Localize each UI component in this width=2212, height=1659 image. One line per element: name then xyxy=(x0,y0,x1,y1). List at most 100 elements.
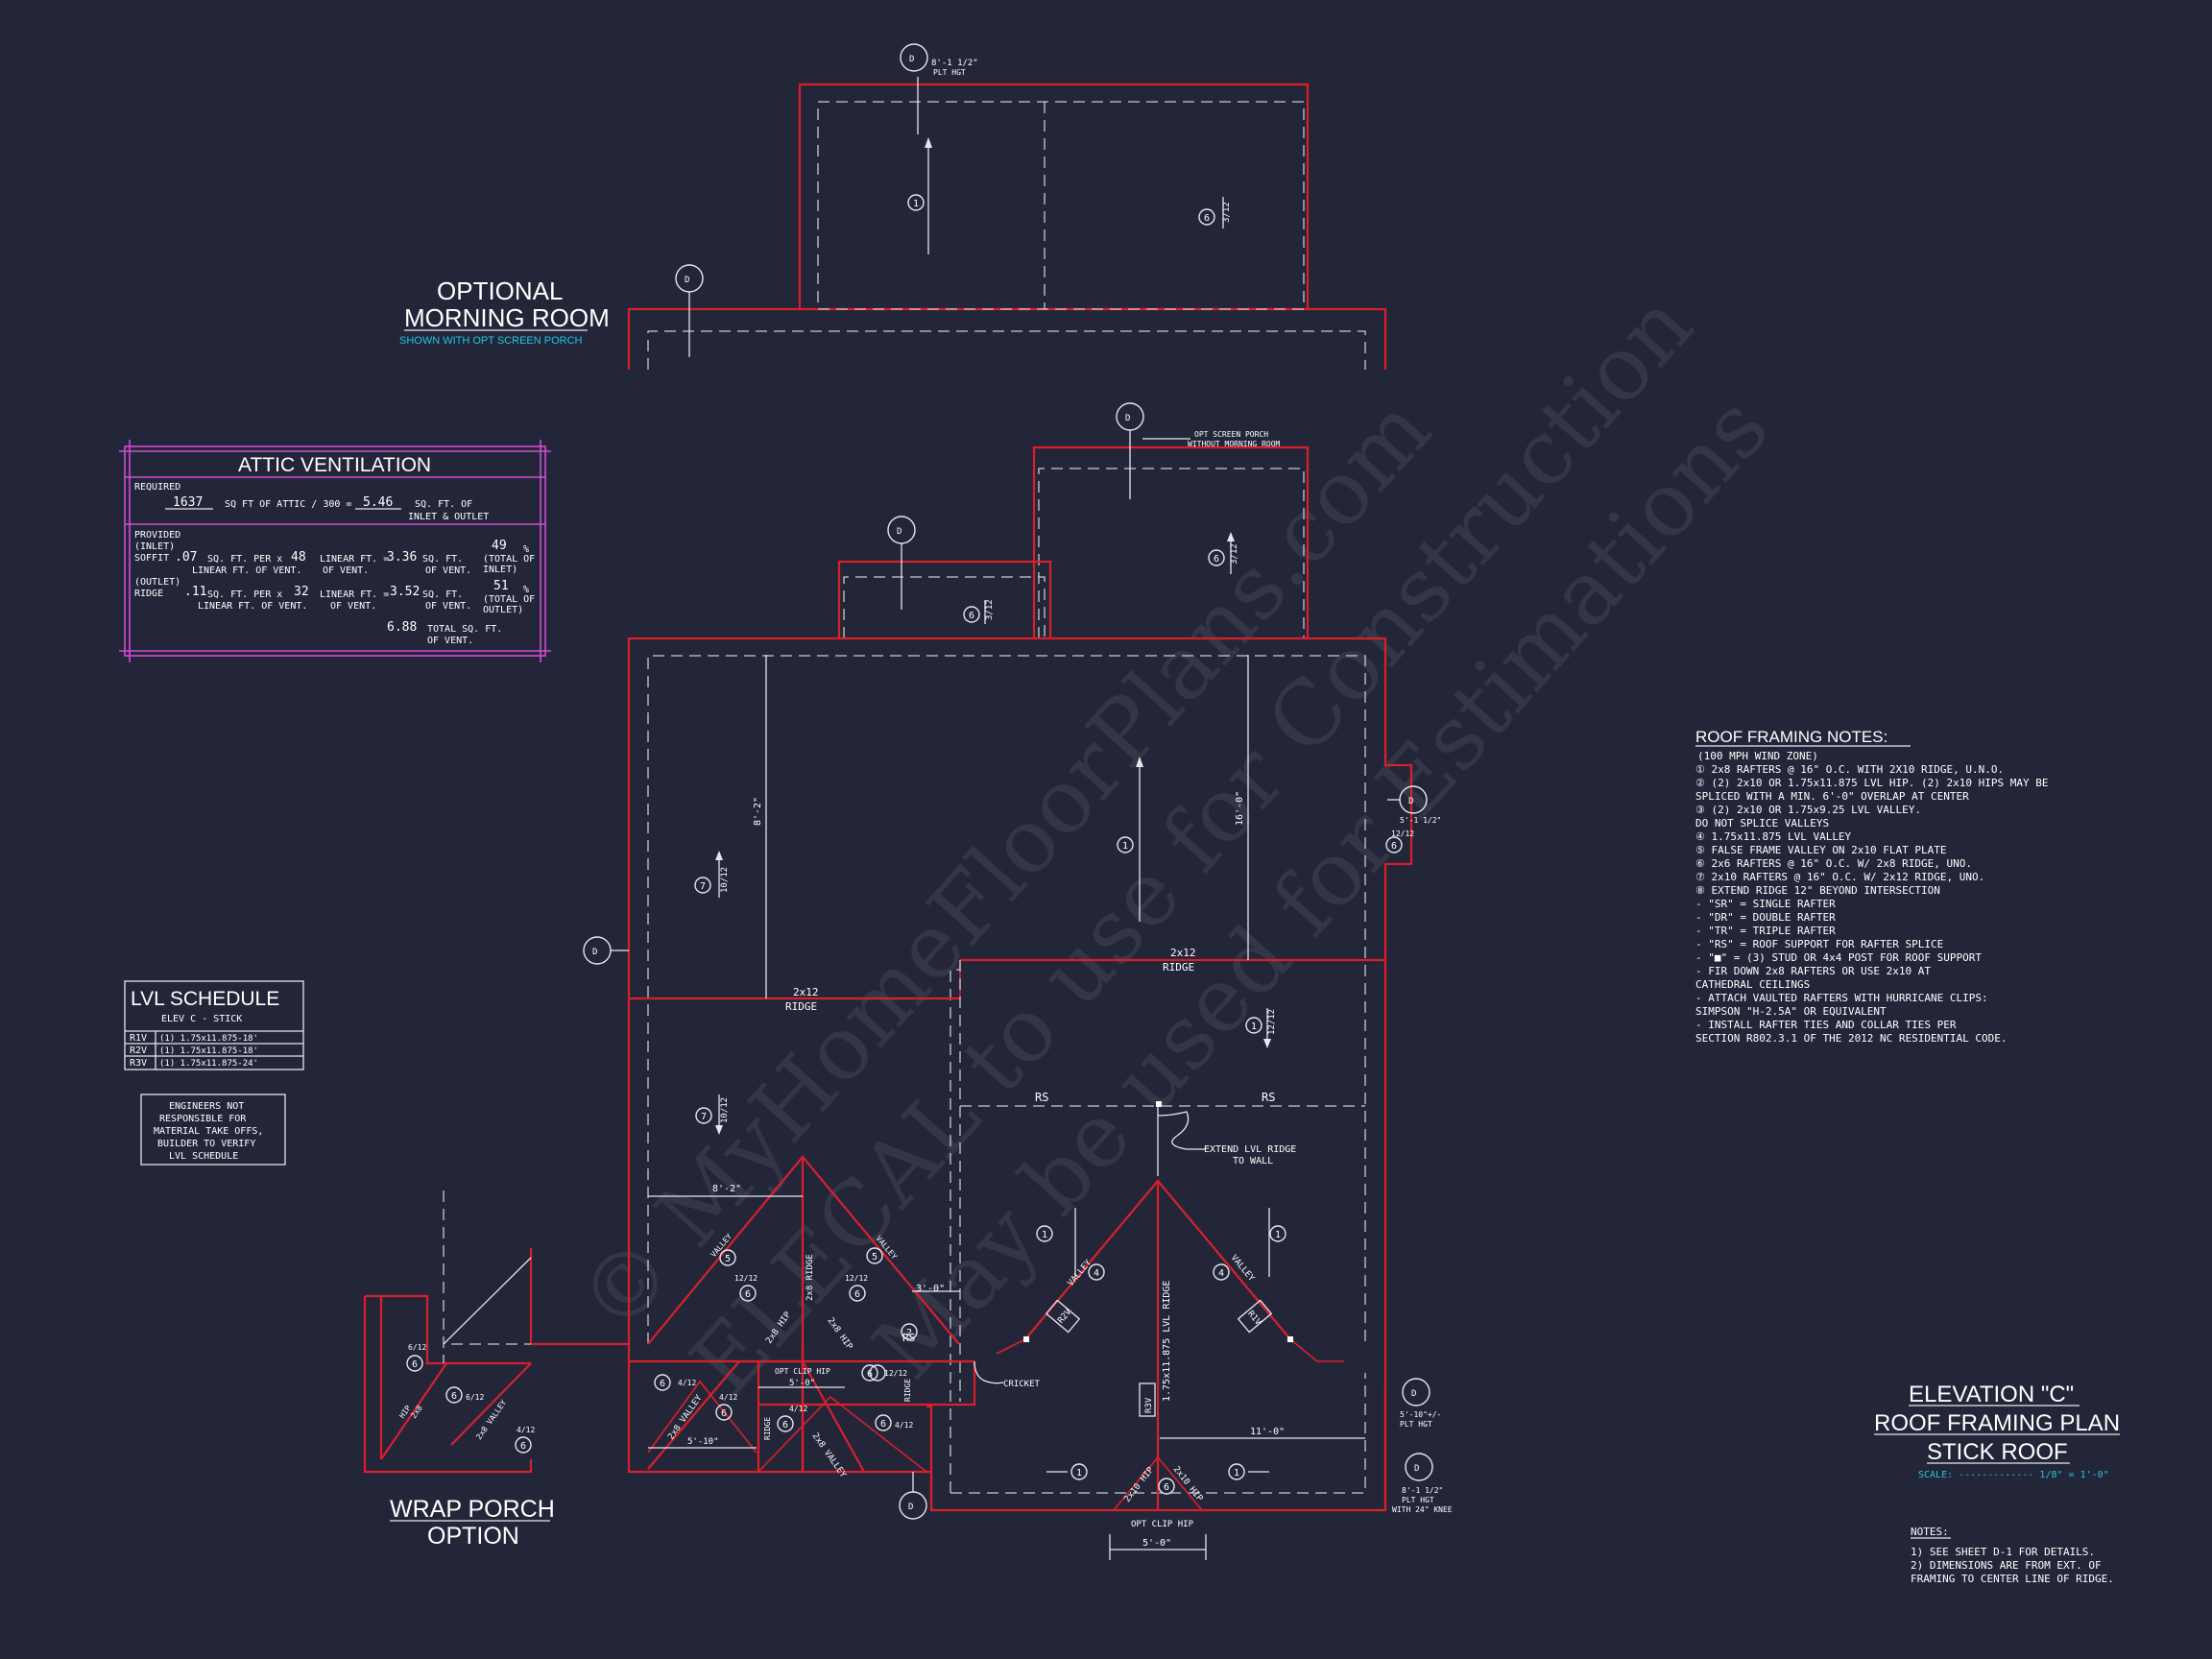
watermark: © MyHomeFloorPlans.com ELECAL to use for… xyxy=(559,274,1788,1414)
attic-total-text-2: OF VENT. xyxy=(427,636,473,646)
sheet-title-line-3: STICK ROOF xyxy=(1927,1439,2068,1465)
dimension-label: 11'-0" xyxy=(1250,1427,1285,1437)
roof-note-line: ⑥ 2x6 RAFTERS @ 16" O.C. W/ 2x8 RIDGE, U… xyxy=(1695,857,1972,870)
engineers-note-line: LVL SCHEDULE xyxy=(169,1151,238,1162)
wrap-porch-title-1: WRAP PORCH xyxy=(390,1496,555,1523)
roof-note-line: SIMPSON "H-2.5A" OR EQUIVALENT xyxy=(1695,1005,1887,1018)
roof-note-line: ⑤ FALSE FRAME VALLEY ON 2x10 FLAT PLATE xyxy=(1695,844,1947,856)
notes-line: 2) DIMENSIONS ARE FROM EXT. OF xyxy=(1911,1559,2102,1572)
attic-required-unit-2: INLET & OUTLET xyxy=(408,512,489,522)
attic-ridge-pct: 51 xyxy=(493,579,509,593)
attic-required-sqft: 1637 xyxy=(173,495,203,510)
pitch-label: 12/12 xyxy=(1267,1009,1277,1035)
lvl-schedule-table xyxy=(124,980,304,1070)
attic-total-of-inlet-2: INLET) xyxy=(483,565,517,575)
main-roof-outline xyxy=(627,637,1413,1512)
plate-height-label: 5'-1 1/2" xyxy=(1400,816,1441,825)
pitch-label: 4/12 xyxy=(719,1393,737,1402)
attic-total-of-outlet-2: OUTLET) xyxy=(483,605,523,615)
attic-required-unit: SQ. FT. OF xyxy=(415,499,472,510)
small-bump-plan: 6 3/12 D xyxy=(837,516,1052,638)
rafter-tag: 2 xyxy=(906,1328,912,1338)
attic-total-of-inlet: (TOTAL OF xyxy=(483,554,535,565)
rafter-tag: 6 xyxy=(721,1408,727,1419)
roof-support-label: RS xyxy=(1262,1091,1275,1104)
section-marker-label: D xyxy=(909,55,914,64)
notes-line: 1) SEE SHEET D-1 FOR DETAILS. xyxy=(1911,1546,2095,1558)
pitch-label: 4/12 xyxy=(895,1421,913,1430)
attic-total-of-outlet: (TOTAL OF xyxy=(483,594,535,605)
attic-soffit-pct: 49 xyxy=(492,539,507,553)
rafter-tag: 6 xyxy=(412,1359,418,1370)
attic-required-text: SQ FT OF ATTIC / 300 = xyxy=(225,499,351,510)
roof-note-line: DO NOT SPLICE VALLEYS xyxy=(1695,817,1829,830)
attic-ridge-sqft: 3.52 xyxy=(390,585,420,599)
engineers-note-box xyxy=(140,1094,286,1166)
plate-height-unit: PLT HGT xyxy=(933,68,966,77)
plate-height-label: 8'-1 1/2" xyxy=(931,59,978,68)
attic-total-text: TOTAL SQ. FT. xyxy=(427,624,502,635)
lvl-title: LVL SCHEDULE xyxy=(131,988,279,1010)
rafter-tag: 6 xyxy=(451,1391,457,1402)
dimension-label: 8'-2" xyxy=(712,1184,741,1194)
pitch-label: 3/12 xyxy=(1230,543,1239,565)
engineers-note-line: RESPONSIBLE FOR xyxy=(159,1114,247,1124)
engineers-note-line: BUILDER TO VERIFY xyxy=(157,1139,255,1149)
section-marker-label: D xyxy=(592,948,597,957)
engineers-note-line: ENGINEERS NOT xyxy=(169,1101,244,1112)
attic-pct-sign: % xyxy=(523,585,529,595)
roof-note-line: - INSTALL RAFTER TIES AND COLLAR TIES PE… xyxy=(1695,1019,1957,1031)
attic-sqft-text: SQ. FT. xyxy=(422,589,463,600)
attic-per-text: SQ. FT. PER x xyxy=(207,554,282,565)
ridge-label: RIDGE xyxy=(763,1417,772,1440)
screen-porch-note-1: OPT SCREEN PORCH xyxy=(1194,430,1268,439)
rafter-tag: 6 xyxy=(660,1379,665,1389)
rafter-tag: 6 xyxy=(969,611,974,621)
dimension-label: 3'-0" xyxy=(916,1284,945,1294)
roof-notes-title: ROOF FRAMING NOTES: xyxy=(1695,728,1887,746)
wrap-porch-title-2: OPTION xyxy=(427,1523,519,1550)
notes-title: NOTES: xyxy=(1911,1526,1949,1538)
rafter-tag: 7 xyxy=(701,1112,707,1122)
extend-lvl-note-2: TO WALL xyxy=(1233,1156,1273,1166)
sheet-title-line-1: ELEVATION "C" xyxy=(1909,1382,2074,1407)
rafter-tag: 1 xyxy=(1251,1022,1257,1032)
dimension-label: 5'-0" xyxy=(789,1379,815,1388)
rafter-tag: 6 xyxy=(782,1420,788,1431)
attic-ventilation-table xyxy=(119,440,551,662)
lvl-row-spec: (1) 1.75x11.875-18' xyxy=(159,1034,258,1044)
roof-note-line: - "DR" = DOUBLE RAFTER xyxy=(1695,911,1836,924)
roof-note-line: ⑧ EXTEND RIDGE 12" BEYOND INTERSECTION xyxy=(1695,884,1940,897)
lvl-row-id: R3V xyxy=(130,1058,147,1069)
roof-note-line: - "TR" = TRIPLE RAFTER xyxy=(1695,925,1836,937)
ridge-size-label: 2x12 xyxy=(793,986,819,998)
rafter-tag: 1 xyxy=(1234,1468,1239,1479)
attic-ridge-value: .11 xyxy=(184,585,206,599)
rafter-tag: 6 xyxy=(1164,1482,1169,1493)
rafter-tag: 6 xyxy=(1391,841,1397,852)
screen-porch-note-2: WITHOUT MORNING ROOM xyxy=(1188,440,1281,448)
section-marker-label: D xyxy=(1411,1389,1416,1399)
dimension-label: 16'-0" xyxy=(1235,791,1245,826)
pitch-label: 4/12 xyxy=(789,1405,807,1413)
sheet-scale: SCALE: ------------- 1/8" = 1'-0" xyxy=(1918,1470,2109,1480)
pitch-label: 12/12 xyxy=(734,1274,757,1283)
attic-total-sqft: 6.88 xyxy=(387,620,417,635)
section-marker-label: D xyxy=(1408,797,1413,806)
rafter-tag: 6 xyxy=(854,1289,860,1300)
lvl-tag: R3V xyxy=(1144,1397,1154,1413)
rafter-tag: 6 xyxy=(1214,554,1219,565)
rafter-tag: 1 xyxy=(913,199,919,209)
wrap-porch-plan: 6 6/12 HIP 2x8 6 6/12 2x8 VALLEY 6 4/12 xyxy=(363,1190,629,1474)
roof-note-line: CATHEDRAL CEILINGS xyxy=(1695,978,1810,991)
attic-lf-text: LINEAR FT. = xyxy=(320,589,389,600)
plate-height-label: 8'-1 1/2" xyxy=(1402,1486,1443,1495)
roof-note-line: - "SR" = SINGLE RAFTER xyxy=(1695,898,1836,910)
attic-title: ATTIC VENTILATION xyxy=(238,454,431,476)
pitch-label: 3/12 xyxy=(985,599,995,620)
notes-line: FRAMING TO CENTER LINE OF RIDGE. xyxy=(1911,1573,2114,1585)
ridge-label: RIDGE xyxy=(785,1000,817,1013)
roof-note-line: ⑦ 2x10 RAFTERS @ 16" O.C. W/ 2x12 RIDGE,… xyxy=(1695,871,1984,883)
roof-notes-list: (100 MPH WIND ZONE) ① 2x8 RAFTERS @ 16" … xyxy=(1695,750,2048,1045)
attic-per-text-2: LINEAR FT. OF VENT. xyxy=(198,601,307,612)
